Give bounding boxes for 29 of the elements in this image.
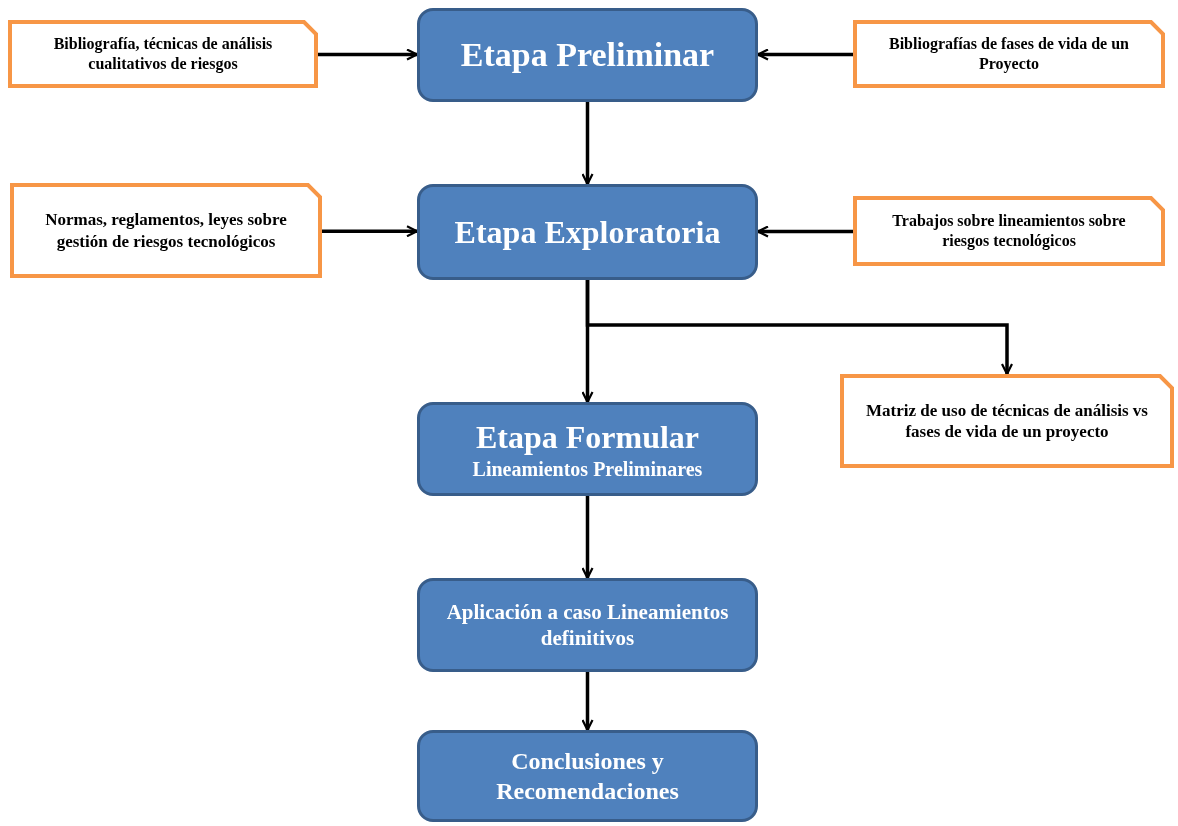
note-text: Trabajos sobre lineamientos sobre riesgos tecnológicos: [891, 211, 1127, 251]
stage-title: Etapa Exploratoria: [454, 213, 721, 252]
note-box: [10, 183, 322, 278]
arrow: [585, 280, 1014, 376]
arrow: [581, 102, 594, 186]
note-text: Bibliografías de fases de vida de un Proyecto: [888, 34, 1130, 74]
arrow: [581, 672, 594, 732]
note-box: [8, 20, 318, 88]
stage-box: [417, 8, 758, 102]
stage-title: Conclusiones y Recomendaciones: [495, 747, 680, 806]
note-box: [853, 20, 1165, 88]
arrow: [322, 225, 419, 238]
stage-box: [417, 184, 758, 280]
arrow: [581, 496, 594, 580]
stage-subtitle: Lineamientos Preliminares: [472, 456, 703, 482]
stage-box: [417, 402, 758, 496]
stage-box: [417, 578, 758, 672]
stage-title: Aplicación a caso Lineamientos definitivos: [445, 598, 730, 652]
note-box: [853, 196, 1165, 266]
note-text: Bibliografía, técnicas de análisis cualitativos de riesgos: [52, 34, 274, 74]
stage-title: Etapa Preliminar: [460, 34, 715, 75]
arrow: [756, 48, 853, 61]
note-box: [840, 374, 1174, 468]
arrow: [756, 225, 853, 238]
arrow: [318, 48, 419, 61]
stage-title: Etapa Formular: [475, 417, 700, 457]
note-text: Matriz de uso de técnicas de análisis vs fases de vida de un proyecto: [865, 399, 1149, 443]
stage-box: [417, 730, 758, 822]
note-text: Normas, reglamentos, leyes sobre gestión de riesgos tecnológicos: [44, 209, 288, 252]
